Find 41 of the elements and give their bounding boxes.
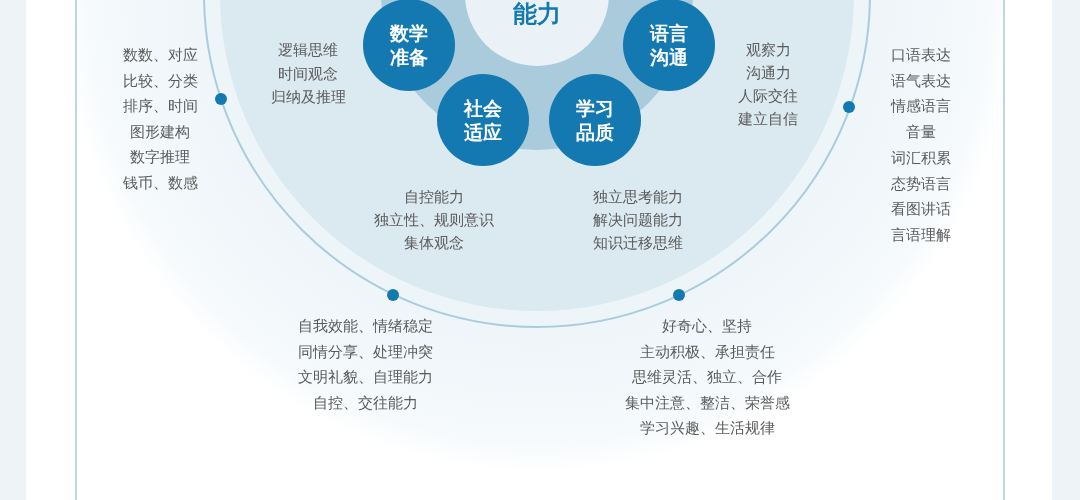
skill-text: 归纳及推理 (270, 87, 346, 107)
skill-text: 集中注意、整洁、荣誉感 (624, 392, 790, 413)
skill-text: 言语理解 (891, 224, 951, 245)
category-label: 数学准备 (389, 21, 429, 69)
skill-text: 沟通力 (745, 63, 791, 83)
category-label: 学习品质 (575, 96, 615, 144)
skill-text: 独立性、规则意识 (374, 210, 494, 230)
category-label: 社会适应 (463, 96, 503, 144)
skill-text: 同情分享、处理冲突 (297, 341, 433, 362)
skill-text: 语气表达 (891, 70, 951, 91)
center-label: 能力 (513, 0, 561, 28)
skill-text: 自控能力 (404, 187, 464, 207)
skill-text: 排序、时间 (122, 96, 198, 116)
skill-text: 文明礼貌、自理能力 (297, 367, 433, 388)
skill-text: 自控、交往能力 (312, 393, 418, 414)
skill-text: 思维灵活、独立、合作 (632, 367, 782, 387)
skill-text: 时间观念 (278, 63, 338, 84)
skill-text: 解决问题能力 (593, 210, 683, 230)
skill-text: 逻辑思维 (278, 40, 338, 60)
skill-text: 数字推理 (130, 147, 190, 167)
skill-text: 独立思考能力 (593, 187, 683, 207)
skill-text: 情感语言 (891, 96, 951, 117)
skill-text: 观察力 (745, 40, 791, 60)
skill-text: 图形建构 (130, 121, 190, 142)
skill-text: 看图讲话 (891, 199, 951, 220)
skill-text: 数数、对应 (122, 45, 198, 65)
skill-text: 口语表达 (891, 45, 951, 65)
skill-text: 态势语言 (891, 173, 951, 194)
skill-text: 建立自信 (738, 109, 798, 129)
skill-text: 好奇心、坚持 (662, 316, 752, 336)
skill-text: 自我效能、情绪稳定 (297, 316, 433, 336)
skill-text: 人际交往 (738, 86, 798, 106)
skill-text: 钱币、数感 (122, 172, 198, 193)
skill-text: 比较、分类 (122, 70, 198, 91)
skill-text: 主动积极、承担责任 (639, 341, 775, 362)
skill-text: 集体观念 (404, 233, 464, 253)
skill-text: 音量 (906, 122, 936, 143)
skill-text: 知识迁移思维 (593, 233, 683, 253)
skill-text: 词汇积累 (891, 147, 951, 168)
category-label: 语言沟通 (649, 21, 689, 69)
skill-text: 学习兴趣、生活规律 (639, 418, 775, 438)
